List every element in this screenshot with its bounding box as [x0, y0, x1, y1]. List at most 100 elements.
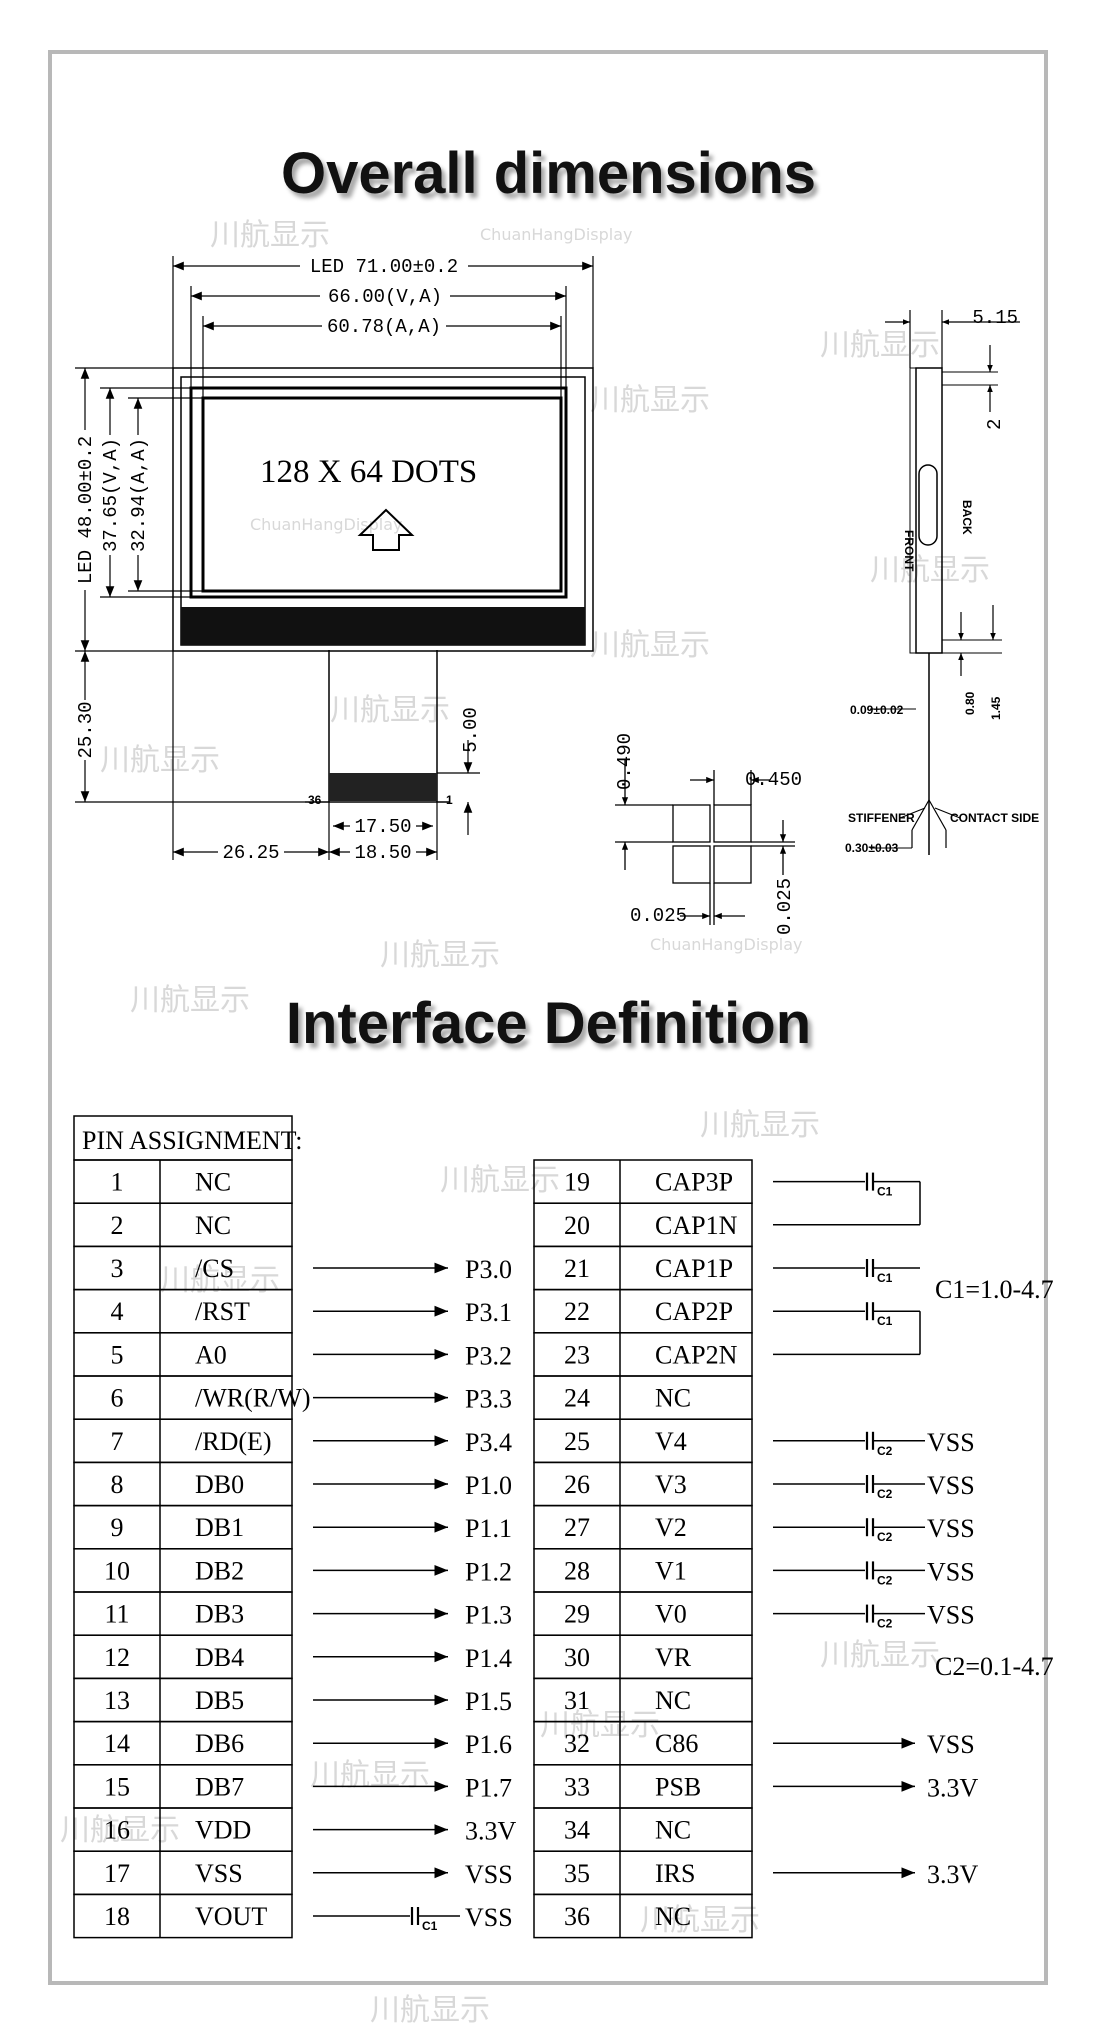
pin-name: CAP2N	[655, 1340, 738, 1369]
fpc-outer-dim: 18.50	[354, 842, 411, 864]
front-label: FRONT	[902, 530, 916, 572]
pin-name: NC	[195, 1211, 231, 1240]
pin-number: 11	[104, 1600, 129, 1629]
watermark-cn: 川航显示	[130, 983, 250, 1018]
pin-number: 25	[564, 1427, 590, 1456]
view-area	[189, 386, 568, 599]
capacitor-label: C2	[877, 1573, 893, 1587]
label-bg	[99, 435, 121, 555]
watermark-cn: 川航显示	[370, 1993, 490, 2028]
pin-name: DB3	[195, 1600, 244, 1629]
contact-side-label: CONTACT SIDE	[950, 811, 1039, 825]
pin-number: 4	[111, 1297, 124, 1326]
pin-connection: VSS	[927, 1428, 975, 1457]
pin-connection: P1.2	[465, 1557, 512, 1586]
pin-table-header: PIN ASSIGNMENT:	[82, 1126, 302, 1155]
side-145-dim: 1.45	[989, 696, 1003, 720]
pin-name: CAP3P	[655, 1168, 733, 1197]
pin-name: V1	[655, 1556, 687, 1585]
pin-number: 15	[104, 1772, 130, 1801]
label-bg	[322, 314, 446, 336]
pin-name: DB1	[195, 1513, 244, 1542]
pin-row	[73, 1504, 293, 1550]
aa-width-dim: 60.78(A,A)	[327, 316, 441, 338]
pin-number: 17	[104, 1859, 130, 1888]
capacitor-label: C1	[877, 1185, 893, 1199]
capacitor-label: C1	[877, 1271, 893, 1285]
pin-number: 28	[564, 1556, 590, 1585]
pin-connection: VSS	[927, 1557, 975, 1586]
capacitor-label: C2	[877, 1487, 893, 1501]
bottom-tol-dim: 0.30±0.03	[845, 841, 899, 855]
pin-row	[73, 1461, 293, 1507]
pin-number: 33	[564, 1772, 590, 1801]
watermark-en: ChuanHangDisplay	[650, 935, 803, 954]
module-outline	[180, 376, 586, 646]
dot-gap-y-dim: 0.025	[774, 878, 796, 935]
watermark-en: ChuanHangDisplay	[250, 515, 403, 534]
pin-number: 34	[564, 1816, 590, 1845]
watermark-cn: 川航显示	[540, 1708, 660, 1743]
label-bg	[350, 842, 416, 862]
dots-label: 128 X 64 DOTS	[260, 454, 477, 490]
pin-name: /WR(R/W)	[195, 1384, 311, 1413]
pin-row	[533, 1893, 753, 1939]
capacitor-label: C2	[877, 1617, 893, 1631]
watermark-cn: 川航显示	[820, 328, 940, 363]
pin-connection: P1.1	[465, 1514, 512, 1543]
pin-number: 31	[564, 1686, 590, 1715]
pin-connection: VSS	[465, 1903, 513, 1932]
pin-name: NC	[655, 1902, 691, 1931]
thickness-dim: 5.15	[972, 307, 1018, 329]
pin-name: IRS	[655, 1859, 695, 1888]
label-bg	[74, 430, 96, 590]
fpc-inner-dim: 17.50	[354, 816, 411, 838]
pin-name: VDD	[195, 1816, 251, 1845]
watermark-cn: 川航显示	[100, 743, 220, 778]
aa-height-dim: 32.94(A,A)	[128, 438, 150, 552]
va-width-dim: 66.00(V,A)	[328, 286, 442, 308]
pin-number: 27	[564, 1513, 590, 1542]
back-label: BACK	[960, 500, 974, 535]
fpc-contacts	[329, 773, 437, 801]
pin-name: VR	[655, 1643, 692, 1672]
bottom-black-band	[181, 607, 585, 645]
pin-connection: 3.3V	[465, 1817, 517, 1846]
c2-note: C2=0.1-4.7	[935, 1652, 1054, 1681]
pin-name: VOUT	[195, 1902, 267, 1931]
pin-name: NC	[655, 1384, 691, 1413]
pin-number: 32	[564, 1729, 590, 1758]
capacitor-label: C1	[877, 1314, 893, 1328]
label-bg	[300, 254, 468, 276]
pin-number: 18	[104, 1902, 130, 1931]
pin-last-label: 1	[446, 793, 453, 807]
led-width-dim: LED 71.00±0.2	[310, 256, 458, 278]
led-outline	[172, 367, 594, 652]
capacitor-label: C1	[422, 1919, 438, 1933]
pin-connection: P1.4	[465, 1644, 512, 1673]
pin-connection: VSS	[927, 1730, 975, 1759]
pin-number: 7	[111, 1427, 124, 1456]
pin-name: V0	[655, 1600, 687, 1629]
pin-number: 20	[564, 1211, 590, 1240]
polarizer-dim: 0.09±0.02	[850, 703, 904, 717]
label-bg	[350, 816, 416, 836]
pin-name: C86	[655, 1729, 698, 1758]
pin-number: 6	[111, 1384, 124, 1413]
pin-name: A0	[195, 1340, 227, 1369]
watermark-cn: 川航显示	[380, 938, 500, 973]
pin-name: CAP1N	[655, 1211, 738, 1240]
pin-name: V3	[655, 1470, 687, 1499]
pin-name: DB6	[195, 1729, 244, 1758]
watermark-cn: 川航显示	[440, 1163, 560, 1198]
pin-number: 5	[111, 1340, 124, 1369]
c1-note: C1=1.0-4.7	[935, 1275, 1054, 1304]
pin-connection: P1.7	[465, 1773, 512, 1802]
pin-number: 35	[564, 1859, 590, 1888]
pin-name: DB4	[195, 1643, 244, 1672]
pin-row	[73, 1893, 293, 1939]
pin-number: 16	[104, 1816, 130, 1845]
watermark-cn: 川航显示	[590, 383, 710, 418]
pin-number: 19	[564, 1168, 590, 1197]
active-area	[201, 396, 563, 593]
